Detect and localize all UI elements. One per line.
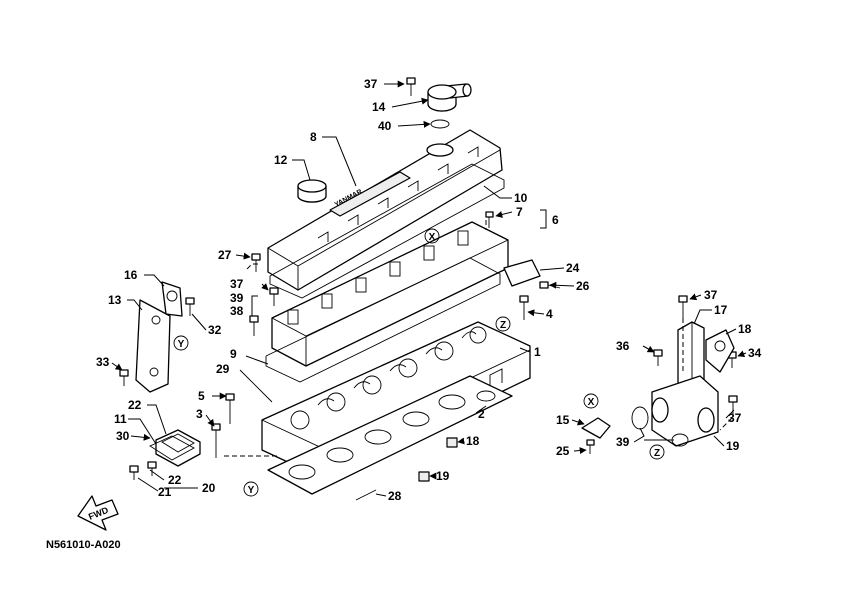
leader-lines [111,80,747,497]
callout-37a: 37 [230,277,244,291]
callout-16: 16 [124,268,138,282]
bolts [119,211,738,480]
svg-text:X: X [429,232,436,243]
stud-30 [239,369,273,403]
callout-6: 6 [552,213,559,227]
callout-31: 30 [116,429,130,443]
water-elbow [427,83,472,112]
part-callouts: 37 14 40 8 12 10 7 6 27 24 16 37 26 39 1… [96,77,762,503]
svg-text:Z: Z [654,448,660,459]
callout-29: 28 [388,489,402,503]
plug-19b [418,471,430,482]
callout-38: 39 [230,291,244,305]
bracket-16 [161,281,183,317]
o-ring-39a [631,406,649,430]
fwd-arrow-icon: FWD [77,495,119,531]
fitting-25 [503,259,541,287]
callout-13: 13 [108,293,122,307]
callout-23: 22 [168,473,182,487]
engine-hanger-13 [135,299,171,393]
callout-25: 24 [566,261,580,275]
callout-20: 19 [726,439,740,453]
bolt-34 [406,77,416,96]
callout-22: 21 [158,485,172,499]
head-gasket [267,375,513,495]
callout-5: 5 [198,389,205,403]
plate-15 [581,417,611,439]
thermostat-housing-20 [651,375,719,447]
svg-text:X: X [588,397,595,408]
callout-15: 15 [556,413,570,427]
reference-marks: X Z Y Y X Z [173,228,665,497]
grouping-brackets [164,209,547,489]
callout-12: 12 [274,153,288,167]
callout-11: 11 [114,412,127,426]
callout-4: 4 [546,307,553,321]
svg-text:Z: Z [500,320,506,331]
callout-18: 18 [738,322,752,336]
callout-33: 37 [704,288,718,302]
plug-19a [446,437,458,448]
stud-29 [355,489,377,501]
callout-30: 29 [216,362,230,376]
o-ring-40 [430,119,450,129]
callout-19a: 18 [466,434,480,448]
callout-24: 22 [128,398,142,412]
callout-32c: 34 [748,346,762,360]
callout-39a: 39 [616,435,630,449]
callout-21: 20 [202,481,216,495]
callout-32a: 32 [208,323,222,337]
valve-cover-gasket [269,163,505,299]
callout-7: 7 [516,205,523,219]
callout-17: 17 [714,303,728,317]
callout-26: 25 [556,444,570,458]
callout-10: 10 [514,191,528,205]
callout-1: 1 [534,345,541,359]
hanger-18 [705,329,735,373]
callout-40: 40 [378,119,392,133]
callout-8: 8 [310,130,317,144]
svg-text:Y: Y [248,485,255,496]
callout-36: 38 [230,304,244,318]
drawing-code: N561010-A020 [46,539,121,551]
callout-34: 37 [364,77,378,91]
callout-19b: 19 [436,469,450,483]
callout-2: 2 [478,407,485,421]
callout-28: 27 [218,248,232,262]
alignment-lines [224,220,733,457]
svg-text:Y: Y [178,339,185,350]
callout-27: 26 [576,279,590,293]
callout-14: 14 [372,100,386,114]
oil-filler-cap [297,179,327,203]
rocker-gasket [265,257,501,383]
callout-3: 3 [196,407,203,421]
gasket-23 [149,435,195,461]
valve-cover: YANMAR [267,129,503,291]
callout-35: 36 [616,339,630,353]
callout-9: 9 [230,347,237,361]
callout-32b: 33 [96,355,110,369]
callout-37b: 37 [728,411,742,425]
